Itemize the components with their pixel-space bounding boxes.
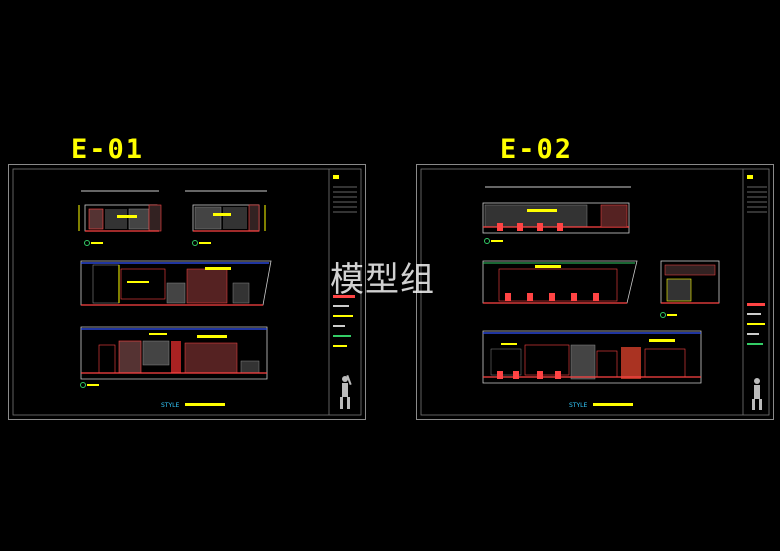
- brand-logo: STYLE: [161, 402, 179, 409]
- elevation-middle-right: [660, 260, 720, 318]
- scale-figure-icon: [752, 378, 762, 410]
- brand-logo: STYLE: [569, 402, 587, 409]
- elevation-middle: [80, 260, 272, 306]
- elevation-bottom: [482, 330, 702, 384]
- elevation-middle: [482, 260, 638, 304]
- drawing-sheet-e02: STYLE: [416, 164, 774, 420]
- sheet-label-e01: E-01: [71, 134, 145, 165]
- drawing-sheet-e01: STYLE: [8, 164, 366, 420]
- elevation-top-right: [185, 190, 267, 246]
- elevation-top-left: [78, 190, 162, 246]
- watermark: 模型组: [330, 260, 435, 300]
- inner-border: [420, 168, 770, 416]
- sheet-label-e02: E-02: [500, 134, 574, 165]
- scale-figure-icon: [340, 374, 352, 409]
- sheet-e02-drawing: STYLE: [420, 168, 770, 416]
- inner-border: [12, 168, 362, 416]
- sheet-e01-drawing: STYLE: [12, 168, 362, 416]
- elevation-top: [482, 186, 631, 244]
- title-block: [333, 175, 357, 409]
- title-block: [747, 175, 767, 410]
- elevation-bottom: [80, 326, 268, 388]
